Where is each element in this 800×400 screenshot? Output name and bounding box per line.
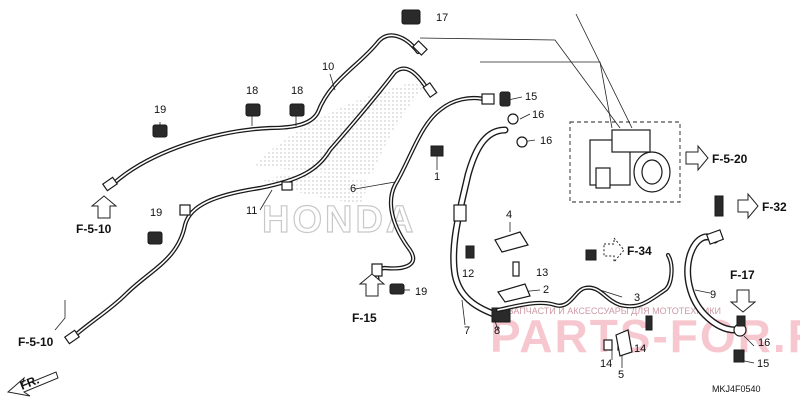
watermark: ЗАПЧАСТИ И АКСЕССУАРЫ ДЛЯ МОТОТЕХНИКИ PA… — [490, 306, 800, 362]
ref-f-5-10-upper[interactable]: F-5-10 — [76, 222, 112, 236]
callout-19-bottom: 19 — [415, 286, 427, 298]
callout-4: 4 — [506, 209, 512, 221]
brake-pipe-11 — [63, 66, 438, 345]
callout-8: 8 — [494, 325, 500, 337]
callout-16-upper: 16 — [532, 109, 544, 121]
small-parts — [147, 9, 746, 363]
callout-13: 13 — [536, 267, 548, 279]
callout-14-left: 14 — [600, 358, 612, 370]
abs-modulator — [569, 121, 681, 203]
watermark-title: PARTS-FOR.RU — [490, 310, 800, 362]
front-direction-arrow: FR. — [6, 371, 59, 397]
diagram-code: MKJ4F0540 — [712, 384, 761, 394]
callout-17: 17 — [436, 12, 448, 24]
ref-f-17[interactable]: F-17 — [730, 268, 755, 282]
brake-pipe-10 — [101, 33, 428, 192]
reference-arrows — [90, 144, 759, 313]
brake-hose-7 — [450, 126, 511, 323]
callout-numbers: 17 10 18 18 19 15 16 16 1 6 11 19 4 12 1… — [150, 12, 770, 381]
callout-14-right: 14 — [634, 343, 646, 355]
figure-references[interactable]: F-5-20 F-32 F-34 F-17 F-5-10 F-5-10 F-15 — [18, 152, 787, 349]
callout-19-mid: 19 — [150, 207, 162, 219]
ref-f-5-20[interactable]: F-5-20 — [712, 152, 748, 166]
callout-16-lower: 16 — [758, 337, 770, 349]
callout-18-right: 18 — [291, 85, 303, 97]
leader-lines — [54, 13, 755, 368]
callout-1: 1 — [434, 171, 440, 183]
callout-5: 5 — [618, 369, 624, 381]
callout-16-middle: 16 — [540, 135, 552, 147]
callout-19-top: 19 — [154, 104, 166, 116]
ref-f-32[interactable]: F-32 — [762, 200, 787, 214]
ref-f-34[interactable]: F-34 — [627, 244, 652, 258]
callout-10: 10 — [322, 61, 334, 73]
callout-12: 12 — [462, 268, 474, 280]
ref-f-15[interactable]: F-15 — [352, 311, 377, 325]
callout-15-bottom: 15 — [757, 358, 769, 370]
honda-wing-logo: HONDA — [255, 78, 430, 242]
callout-18-left: 18 — [246, 85, 258, 97]
brake-pipe-6 — [371, 93, 495, 285]
callout-3: 3 — [634, 292, 640, 304]
callout-7: 7 — [464, 325, 470, 337]
watermark-subtitle: ЗАПЧАСТИ И АКСЕССУАРЫ ДЛЯ МОТОТЕХНИКИ — [508, 306, 721, 316]
honda-logo-text: HONDA — [262, 199, 416, 241]
direction-label: FR. — [18, 373, 41, 393]
brake-pipe-3 — [495, 252, 674, 313]
callout-9: 9 — [710, 289, 716, 301]
callout-11: 11 — [246, 205, 257, 217]
ref-f-5-10-lower[interactable]: F-5-10 — [18, 335, 54, 349]
callout-2: 2 — [543, 284, 549, 296]
callout-6: 6 — [350, 183, 356, 195]
brake-hose-9 — [684, 229, 747, 337]
callout-15-top: 15 — [525, 91, 537, 103]
